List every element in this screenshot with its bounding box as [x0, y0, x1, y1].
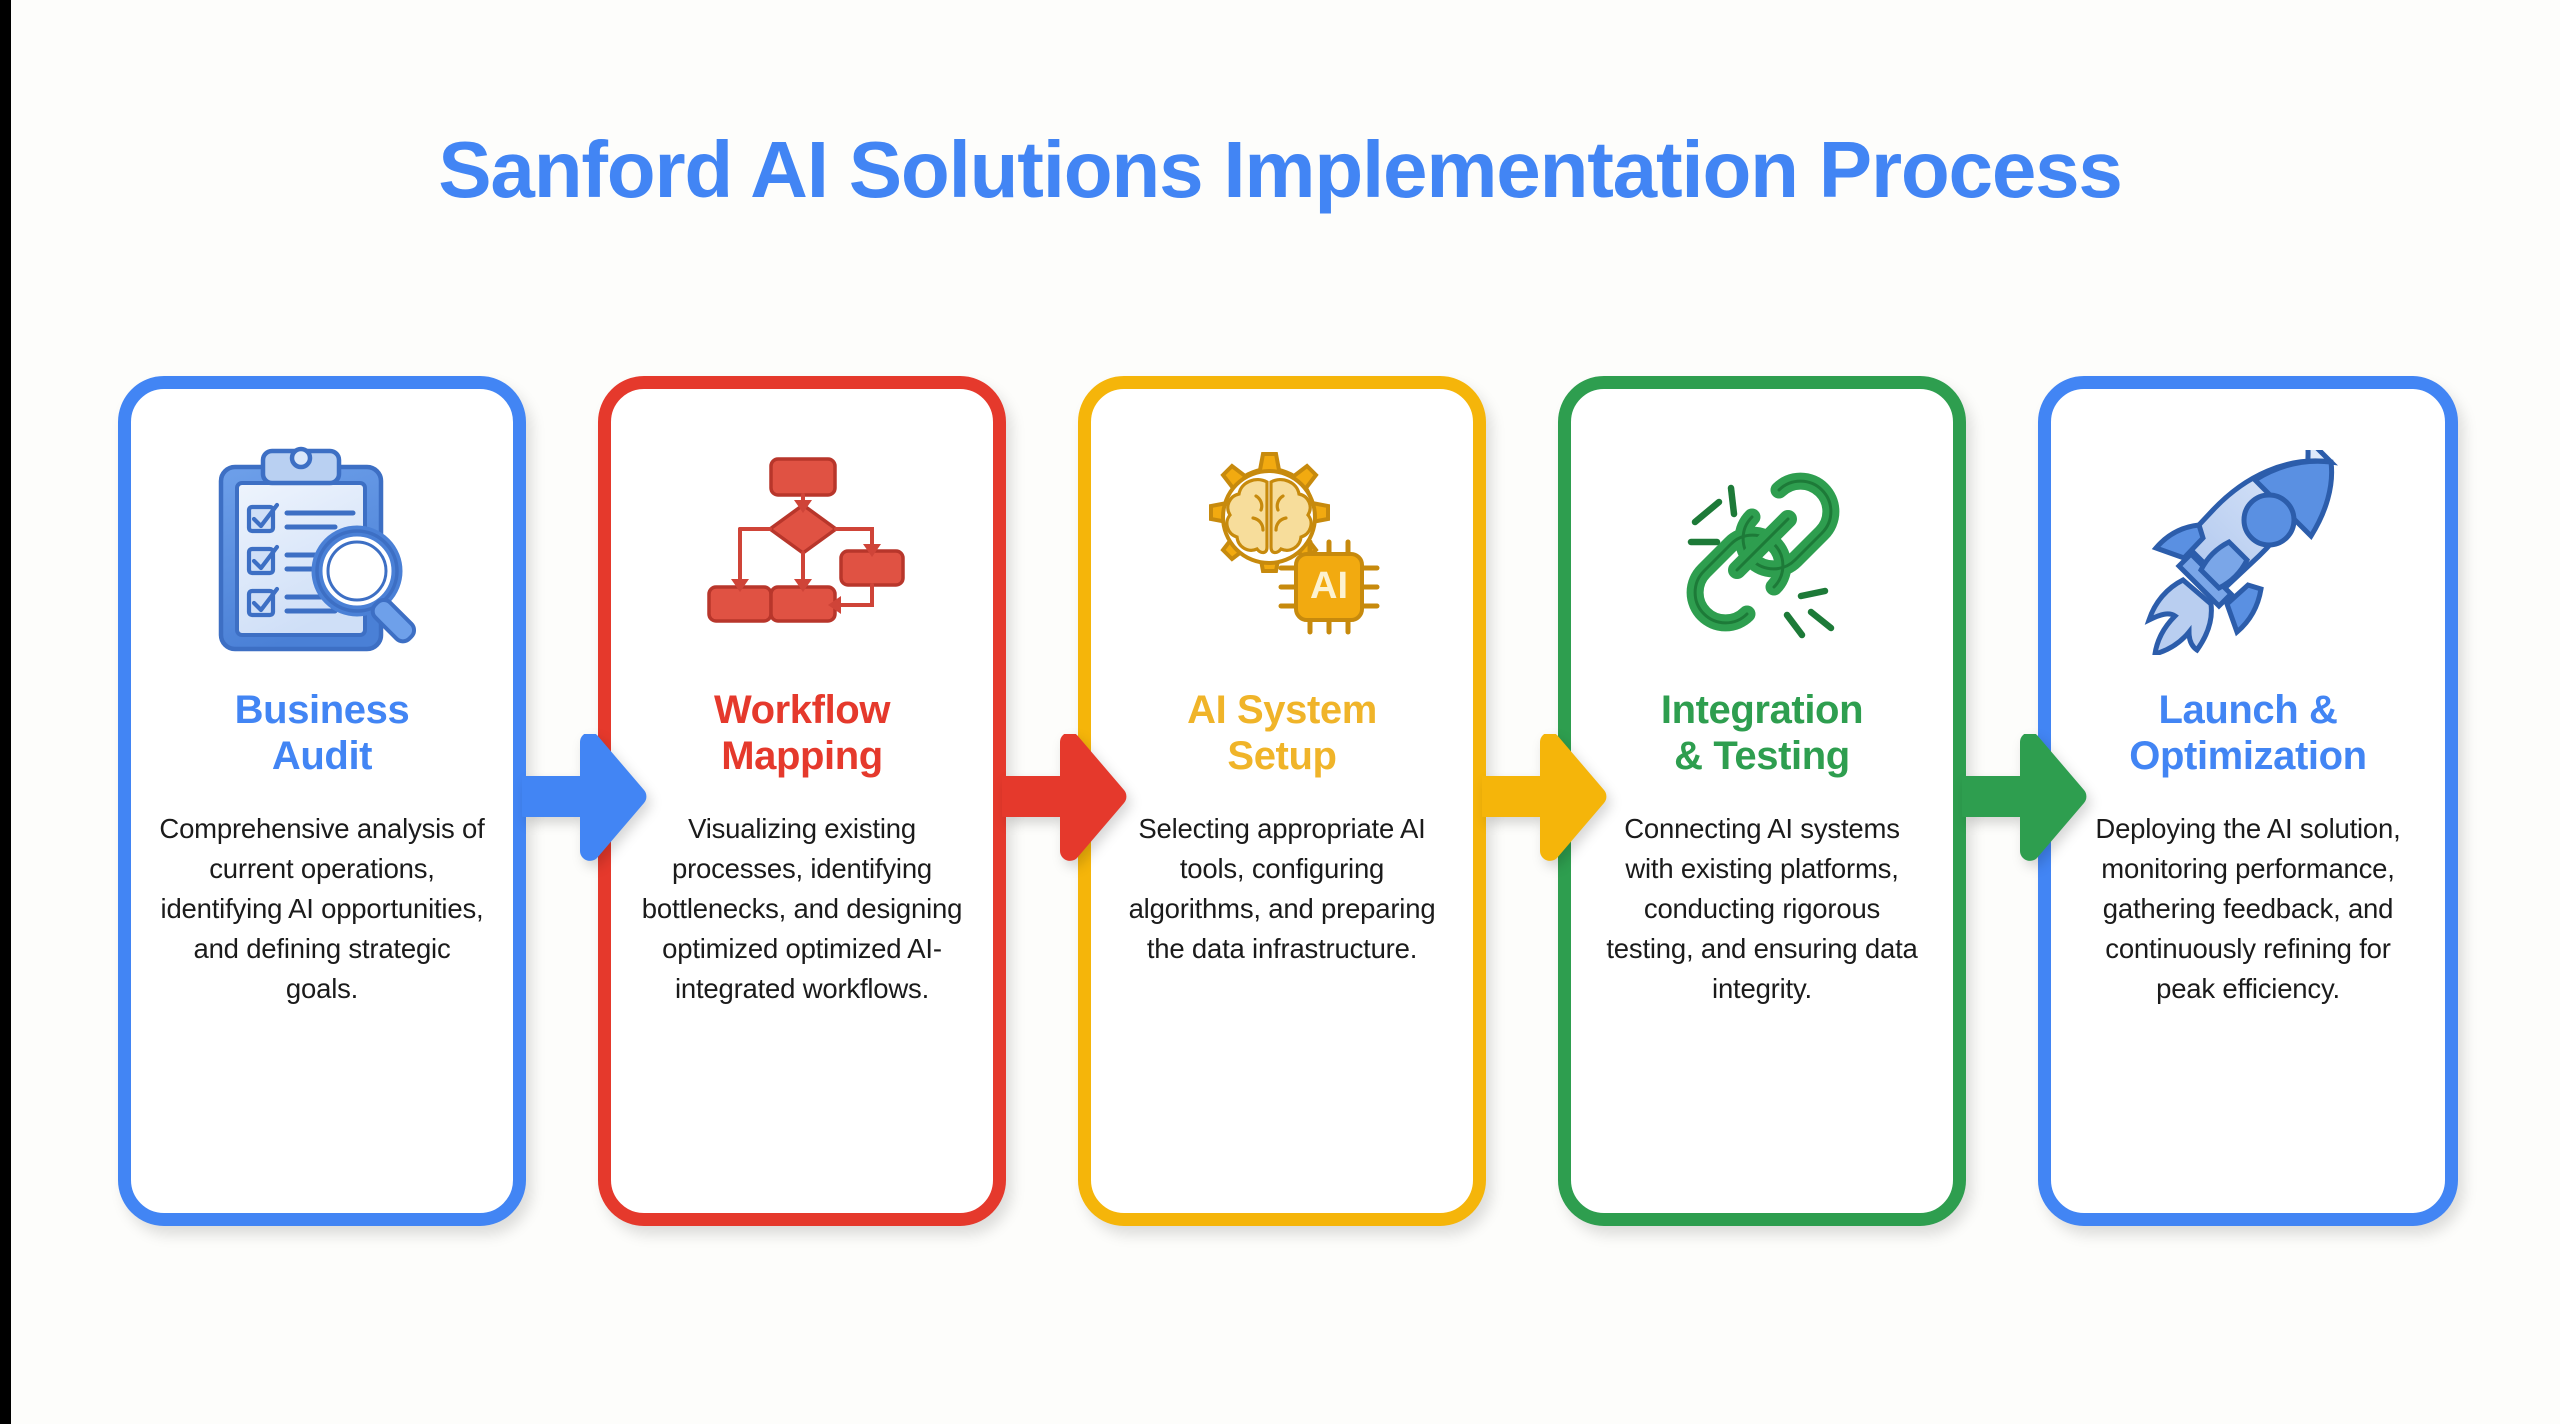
- step-title-line1: Business: [234, 688, 410, 732]
- arrow-3-to-4: [1474, 732, 1610, 864]
- step-title-line1: Launch &: [2158, 688, 2338, 732]
- step-title-line2: & Testing: [1674, 734, 1850, 779]
- step-title: AI System Setup: [1187, 687, 1377, 791]
- arrow-2-to-3: [994, 732, 1130, 864]
- rocket-icon: [2077, 427, 2419, 677]
- step-title-line2: Setup: [1227, 734, 1337, 779]
- step-card-workflow-mapping[interactable]: Workflow Mapping Visualizing existing pr…: [598, 376, 1006, 1226]
- step-title-line2: Audit: [271, 734, 373, 779]
- step-description: Deploying the AI solution, monitoring pe…: [2095, 813, 2401, 1004]
- step-card-integration-testing[interactable]: Integration & Testing Connecting AI syst…: [1558, 376, 1966, 1226]
- step-title-line1: AI System: [1187, 688, 1377, 732]
- process-flow: Business Audit Comprehensive analysis of…: [118, 376, 2458, 1236]
- step-title-line1: Integration: [1660, 688, 1864, 732]
- step-title: Workflow Mapping: [714, 687, 890, 791]
- step-card-launch-optimization[interactable]: Launch & Optimization Deploying the AI s…: [2038, 376, 2458, 1226]
- page-title: Sanford AI Solutions Implementation Proc…: [438, 125, 2123, 214]
- clipboard-checklist-magnifier-icon: [157, 427, 487, 677]
- step-title-line1: Workflow: [713, 688, 891, 732]
- step-description: Connecting AI systems with existing plat…: [1606, 813, 1918, 1004]
- arrow-1-to-2: [514, 732, 650, 864]
- step-description: Visualizing existing processes, identify…: [641, 813, 963, 1004]
- ai-chip-label: AI: [1310, 565, 1348, 607]
- step-card-business-audit[interactable]: Business Audit Comprehensive analysis of…: [118, 376, 526, 1226]
- arrow-4-to-5: [1954, 732, 2090, 864]
- step-title: Integration & Testing: [1660, 687, 1864, 791]
- step-title: Business Audit: [235, 687, 410, 791]
- chain-link-icon: [1597, 427, 1927, 677]
- step-card-ai-system-setup[interactable]: AI: [1078, 376, 1486, 1226]
- step-title-line2: Optimization: [2129, 734, 2367, 779]
- step-title: Launch & Optimization: [2129, 687, 2367, 791]
- step-description: Selecting appropriate AI tools, configur…: [1128, 813, 1436, 964]
- step-description: Comprehensive analysis of current operat…: [159, 813, 485, 1004]
- left-edge-bar: [0, 0, 11, 1424]
- flowchart-diagram-icon: [637, 427, 967, 677]
- gear-brain-ai-chip-icon: AI: [1117, 427, 1447, 677]
- step-title-line2: Mapping: [721, 734, 883, 779]
